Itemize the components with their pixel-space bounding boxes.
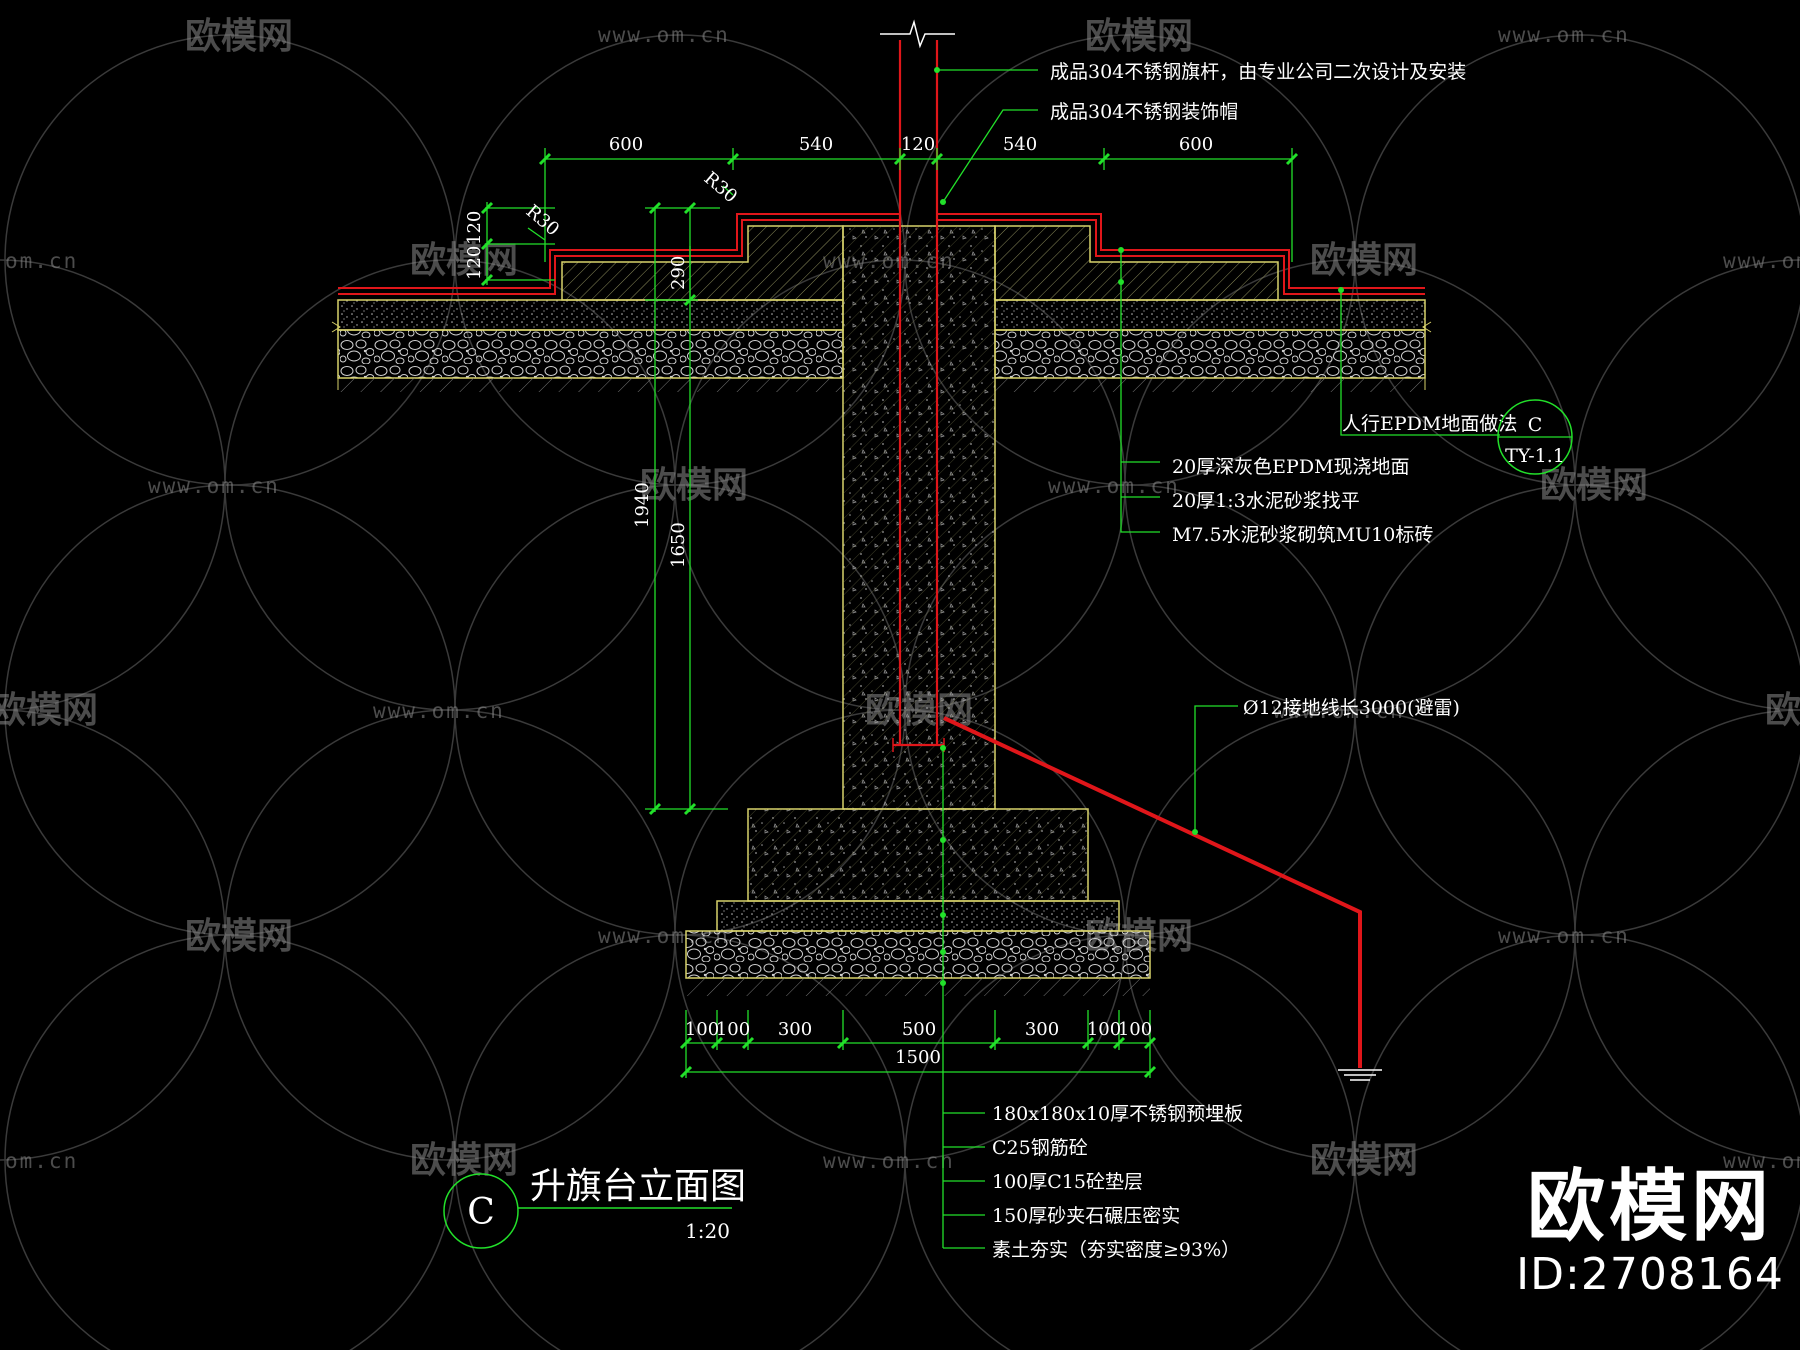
- watermark-url: www.om.cn: [1723, 249, 1800, 273]
- foundation: [685, 225, 1151, 996]
- dimension-label: 500: [902, 1019, 936, 1040]
- note-sand-gravel: 150厚砂夹石碾压密实: [992, 1205, 1180, 1227]
- dimension-label: R30: [522, 201, 563, 241]
- platform-step-left: [561, 225, 844, 301]
- title-tag: C: [467, 1192, 495, 1233]
- watermark-url: www.om.cn: [1498, 924, 1630, 948]
- earth-left: [338, 378, 843, 392]
- leaders: [937, 69, 1500, 1249]
- dimension-label: 100: [716, 1019, 750, 1040]
- dimension-label: 1940: [632, 482, 653, 528]
- gravel-layer-right: [994, 329, 1426, 379]
- rammed-earth: [686, 978, 1150, 996]
- dimension-label: 300: [778, 1019, 812, 1040]
- watermark-logo: 欧模网: [640, 465, 748, 506]
- watermark-logo: 欧模网: [0, 690, 98, 731]
- dimension-label: 120: [464, 246, 485, 280]
- note-flag-pole: 成品304不锈钢旗杆，由专业公司二次设计及安装: [1050, 61, 1466, 83]
- watermark-logo: 欧模网: [1085, 16, 1193, 57]
- platform-step-right: [994, 225, 1279, 301]
- dimensions-top: 600 540 120 540 600: [538, 134, 1299, 262]
- title-text: 升旗台立面图: [530, 1166, 746, 1207]
- watermark-logo: 欧模网: [410, 240, 518, 281]
- dimension-label: 600: [609, 134, 643, 155]
- gravel-layer-left: [337, 329, 844, 379]
- leader-dots: [934, 67, 1344, 986]
- screed-layer-left: [337, 299, 844, 331]
- earth-right: [995, 378, 1425, 392]
- reference-sheet: TY-1.1: [1505, 445, 1565, 467]
- reference-label: 人行EPDM地面做法: [1342, 413, 1517, 435]
- note-reinforced-concrete: C25钢筋砼: [992, 1137, 1088, 1159]
- note-grounding-wire: Ø12接地线长3000(避雷): [1243, 697, 1460, 719]
- watermark-url: www.om.cn: [373, 699, 505, 723]
- dimension-label: 600: [1179, 134, 1213, 155]
- c15-cushion: [716, 900, 1120, 932]
- dimension-label: 100: [1087, 1019, 1121, 1040]
- watermark-url: www.om.cn: [148, 474, 280, 498]
- ground-symbol: [1338, 1069, 1382, 1081]
- note-mortar-screed: 20厚1:3水泥砂浆找平: [1172, 490, 1360, 512]
- watermark-logo: 欧模网: [1765, 690, 1800, 731]
- reference-callout: 人行EPDM地面做法 C TY-1.1: [1342, 399, 1573, 475]
- dimension-label: R30: [700, 168, 741, 208]
- ground-layers: [331, 299, 1432, 392]
- platform-body: [561, 225, 1279, 301]
- dimension-label: 290: [668, 256, 689, 290]
- dimensions-left: R30 R30 120 120 290 1940 1650: [464, 168, 741, 816]
- note-embedded-plate: 180x180x10厚不锈钢预埋板: [992, 1103, 1243, 1125]
- dimension-label: 540: [1003, 134, 1037, 155]
- sand-gravel-layer: [685, 930, 1151, 979]
- watermark-logo: 欧模网: [1310, 240, 1418, 281]
- watermark-url: www.om.cn: [1273, 699, 1405, 723]
- note-epdm-layer: 20厚深灰色EPDM现浇地面: [1172, 456, 1410, 478]
- screed-layer-right: [994, 299, 1426, 331]
- concrete-footing-hatch: [748, 809, 1088, 901]
- drawing-title: C 升旗台立面图 1:20: [443, 1166, 746, 1249]
- watermark-url: www.om.cn: [823, 1149, 955, 1173]
- dimension-label: 100: [685, 1019, 719, 1040]
- watermark-url: www.om.cn: [1048, 474, 1180, 498]
- dimension-label: 120: [901, 134, 935, 155]
- watermark-logo: 欧模网: [1540, 465, 1648, 506]
- watermark-logo: 欧模网: [1310, 1140, 1418, 1181]
- dimensions-bottom: 100 100 300 500 300 100 100 1500: [679, 1010, 1157, 1079]
- title-scale: 1:20: [685, 1219, 730, 1243]
- note-c15-cushion: 100厚C15砼垫层: [992, 1171, 1143, 1193]
- watermark-url: om.cn: [5, 1149, 78, 1173]
- watermark-url: www.om.cn: [1498, 23, 1630, 47]
- note-brick-masonry: M7.5水泥砂浆砌筑MU10标砖: [1172, 524, 1433, 546]
- dimension-label: 120: [464, 211, 485, 245]
- break-line: [880, 19, 955, 49]
- concrete-column-hatch: [843, 226, 995, 809]
- grounding-wire: [943, 716, 1362, 1068]
- watermark-logo: 欧模网: [410, 1140, 518, 1181]
- note-decorative-cap: 成品304不锈钢装饰帽: [1050, 101, 1238, 123]
- watermark-url: www.om.cn: [598, 23, 730, 47]
- watermark-url: om.cn: [5, 249, 78, 273]
- dimension-total: 1500: [895, 1047, 941, 1068]
- brand-name: 欧模网: [1526, 1162, 1773, 1252]
- title-bubble: [443, 1173, 519, 1249]
- epdm-finish: [338, 213, 1425, 295]
- watermark-url: www.om.cn: [1723, 1149, 1800, 1173]
- watermark-logo: 欧模网: [185, 916, 293, 957]
- dimension-label: 1650: [668, 522, 689, 568]
- dimension-label: 300: [1025, 1019, 1059, 1040]
- brand-watermark: 欧模网 ID:2708164: [1510, 1165, 1790, 1301]
- dimension-label: 540: [799, 134, 833, 155]
- brand-id: ID:2708164: [1516, 1249, 1784, 1300]
- watermark-logo: 欧模网: [185, 16, 293, 57]
- reference-tag: C: [1528, 414, 1543, 436]
- dimension-label: 100: [1118, 1019, 1152, 1040]
- note-rammed-earth: 素土夯实（夯实密度≥93%）: [992, 1239, 1240, 1261]
